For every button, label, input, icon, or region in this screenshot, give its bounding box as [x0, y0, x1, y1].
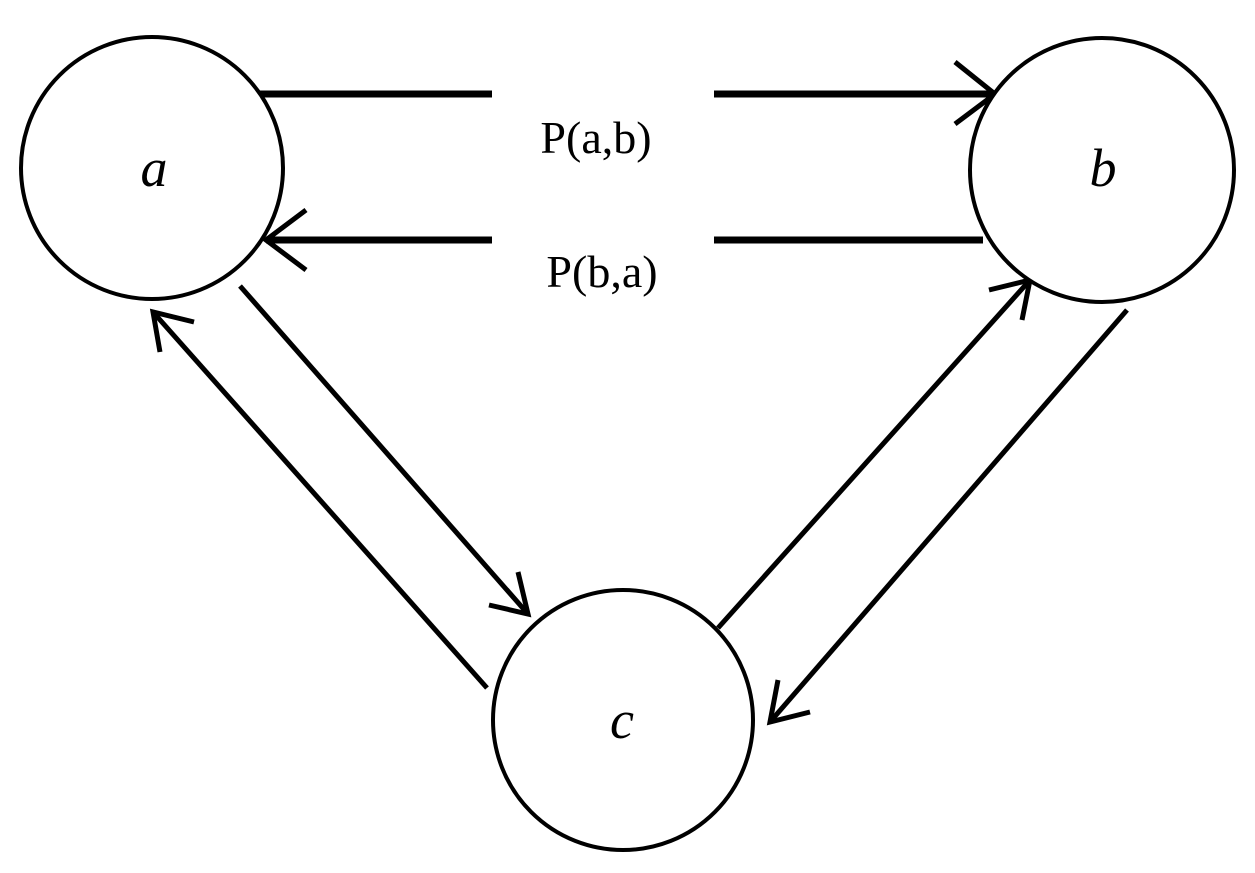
node-c-circle	[491, 588, 755, 852]
edge-b-to-a	[261, 208, 983, 272]
edge-b-to-a-arrowhead	[261, 208, 308, 272]
edge-a-to-c-arrowhead	[488, 571, 532, 618]
edge-a-to-c	[238, 284, 532, 618]
node-c: c	[491, 588, 755, 852]
edge-b-to-c-arrowhead	[766, 679, 811, 726]
edge-b-to-c	[766, 308, 1129, 726]
node-a: a	[19, 35, 285, 301]
edge-c-to-a-arrowhead	[149, 308, 195, 353]
node-b: b	[968, 36, 1236, 304]
edge-b-to-a-label: P(b,a)	[546, 246, 657, 297]
node-b-circle	[968, 36, 1236, 304]
node-b-label: b	[1090, 138, 1117, 198]
edge-c-to-a	[149, 308, 489, 690]
edge-a-to-b-label: P(a,b)	[540, 112, 651, 163]
edge-c-to-b	[716, 276, 1034, 630]
node-c-label: c	[610, 690, 634, 750]
node-a-circle	[19, 35, 285, 301]
node-a-label: a	[141, 138, 168, 198]
